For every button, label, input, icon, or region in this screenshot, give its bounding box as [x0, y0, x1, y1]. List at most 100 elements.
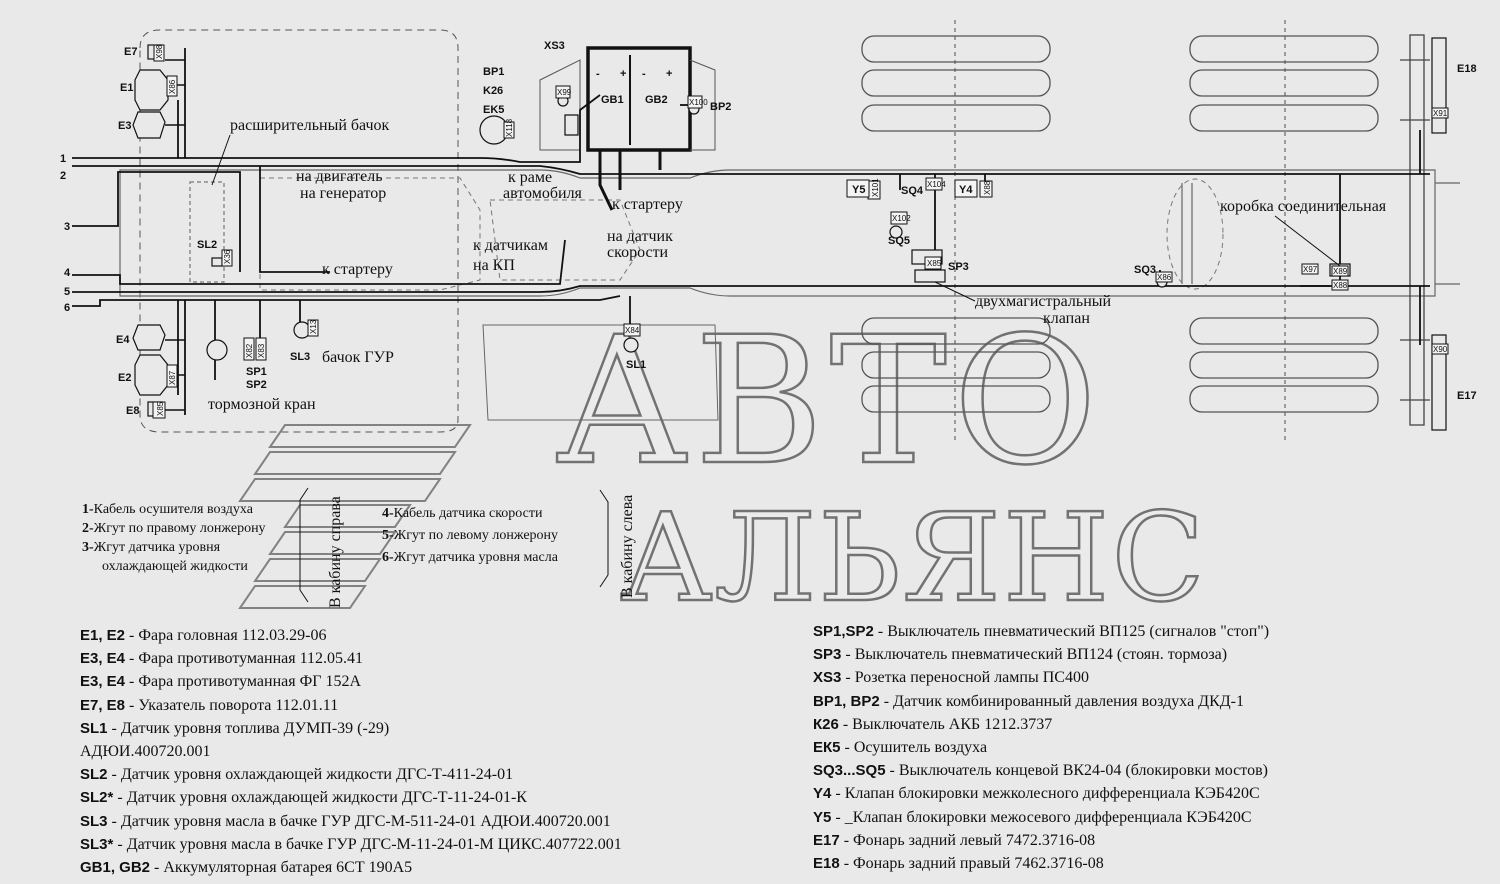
legend-row: АДЮИ.400720.001	[80, 743, 211, 761]
legend-row: ЕК5 - Осушитель воздуха	[813, 739, 988, 757]
label-e18: E18	[1457, 63, 1477, 75]
label-y5: Y5	[852, 184, 865, 196]
connector-x97: X97	[1303, 265, 1318, 274]
label-e4: E4	[116, 334, 130, 346]
harness-number-1: 1	[60, 153, 66, 165]
legend-row: Y5 - _Клапан блокировки межосевого диффе…	[813, 808, 1252, 826]
legend-row: SL3 - Датчик уровня масла в бачке ГУР ДГ…	[80, 812, 611, 830]
watermark-line2: АЛЬЯНС	[620, 487, 1207, 629]
label-bp1: BP1	[483, 66, 504, 78]
label-e7: E7	[124, 46, 137, 58]
connector-x87: X87	[168, 370, 177, 385]
connector-x86: X86	[168, 79, 177, 94]
connector-x98: X98	[155, 44, 164, 59]
connector-labels: X98 X86 X87 X85 X99 X118 X100 X101 X104 …	[155, 44, 1448, 416]
legend-row: GB1, GB2 - Аккумуляторная батарея 6СТ 19…	[80, 859, 413, 877]
svg-text:+: +	[620, 68, 626, 80]
connector-x89: X89	[1333, 267, 1348, 276]
label-sq5: SQ5	[888, 235, 910, 247]
connector-x85b: X85	[927, 259, 942, 268]
legend-row: E3, E4 - Фара противотуманная ФГ 152А	[80, 673, 362, 691]
label-k26: K26	[483, 85, 503, 97]
legend-row: SP3 - Выключатель пневматический ВП124 (…	[813, 646, 1228, 664]
descriptive-labels: расширительный бачок на двигатель на ген…	[208, 117, 1387, 608]
connector-boxes	[152, 44, 1449, 419]
connector-x84: X84	[625, 326, 640, 335]
legend-row: SL2 - Датчик уровня охлаждающей жидкости…	[80, 766, 514, 784]
label-power-steering-tank: бачок ГУР	[322, 349, 394, 366]
label-vehicle: автомобиля	[503, 185, 583, 202]
label-to-cab-right: В кабину справа	[327, 496, 344, 608]
legend-row: SQ3...SQ5 - Выключатель концевой ВК24-04…	[813, 762, 1268, 780]
cable-legend-left: 1-Кабель осушителя воздуха 2-Жгут по пра…	[82, 500, 266, 576]
label-e17: E17	[1457, 390, 1477, 402]
svg-text:-: -	[642, 68, 646, 80]
legend-row: SL2* - Датчик уровня охлаждающей жидкост…	[80, 789, 527, 807]
connector-x99: X99	[557, 88, 572, 97]
connector-x102: X102	[892, 214, 911, 223]
harness-number-6: 6	[64, 302, 70, 314]
label-speed: скорости	[607, 244, 669, 261]
label-bp2: BP2	[710, 101, 731, 113]
harness-numbers: 1 2 3 4 5 6	[60, 153, 71, 314]
harness-number-5: 5	[64, 286, 70, 298]
cable-legend-row: 2-Жгут по правому лонжерону	[82, 521, 266, 536]
label-sq4: SQ4	[901, 185, 924, 197]
battery-box: - + - +	[539, 46, 716, 152]
svg-text:+: +	[666, 68, 672, 80]
legend-row: XS3 - Розетка переносной лампы ПС400	[813, 669, 1089, 687]
label-expansion-tank: расширительный бачок	[230, 117, 390, 134]
label-sl3: SL3	[290, 351, 310, 363]
label-sq3: SQ3	[1134, 264, 1156, 276]
connector-x101: X101	[871, 178, 880, 197]
label-to-starter-right: к стартеру	[612, 196, 683, 213]
label-sp3: SP3	[948, 261, 969, 273]
legend-row: SL1 - Датчик уровня топлива ДУМП-39 (-29…	[80, 719, 390, 737]
component-labels: E7 E1 E3 E4 E2 E8 E18 E17 XS3 BP1 K26 EK…	[116, 40, 1477, 417]
connector-x88b: X88	[1333, 281, 1348, 290]
label-gb2: GB2	[645, 94, 668, 106]
label-dual-valve: двухмагистральный	[975, 293, 1112, 310]
connector-x103: X88	[983, 180, 992, 195]
connector-x13: X13	[309, 319, 318, 334]
cab-harness-bends	[165, 59, 185, 411]
legend-row: E7, E8 - Указатель поворота 112.01.11	[80, 696, 339, 714]
rear-wheels	[861, 35, 1379, 413]
watermark-logo: АВТО АЛЬЯНС	[238, 298, 1207, 630]
label-to-starter-left: к стартеру	[322, 261, 393, 278]
cable-legend-row: 6-Жгут датчика уровня масла	[382, 550, 558, 565]
connector-x91: X91	[1433, 109, 1448, 118]
svg-text:-: -	[596, 68, 600, 80]
connector-x118: X118	[505, 118, 514, 137]
label-y4: Y4	[959, 184, 973, 196]
label-on-gearbox: на КП	[473, 257, 515, 274]
cable-legend-row: 3-Жгут датчика уровня	[82, 540, 221, 555]
cable-legend-row: 4-Кабель датчика скорости	[382, 506, 543, 521]
legend-row: К26 - Выключатель АКБ 1212.3737	[813, 715, 1053, 733]
legend-row: Y4 - Клапан блокировки межколесного дифф…	[813, 785, 1260, 803]
harness-number-2: 2	[60, 170, 66, 182]
label-to-generator: на генератор	[300, 185, 386, 202]
cable-legend-row: 1-Кабель осушителя воздуха	[82, 502, 253, 517]
connector-x83: X83	[257, 343, 266, 358]
cable-legend-row: охлаждающей жидкости	[102, 559, 248, 574]
legend-row: E18 - Фонарь задний правый 7462.3716-08	[813, 855, 1104, 873]
harness-number-3: 3	[64, 221, 70, 233]
label-to-engine: на двигатель	[296, 168, 383, 185]
connector-x82: X82	[245, 343, 254, 358]
label-sl2: SL2	[197, 239, 217, 251]
engine-outline	[259, 177, 1224, 291]
connector-x100: X100	[689, 98, 708, 107]
legend-row: BP1, BP2 - Датчик комбинированный давлен…	[813, 692, 1244, 710]
legend-row: E1, E2 - Фара головная 112.03.29-06	[80, 627, 327, 644]
label-valve: клапан	[1043, 310, 1090, 327]
connector-x86b: X86	[1157, 273, 1172, 282]
legend-row: E17 - Фонарь задний левый 7472.3716-08	[813, 831, 1096, 849]
frame	[119, 20, 1460, 440]
connector-x104: X104	[927, 180, 946, 189]
label-sp2: SP2	[246, 379, 267, 391]
cab-outline	[139, 29, 459, 433]
label-to-sensors: к датчикам	[473, 237, 548, 254]
